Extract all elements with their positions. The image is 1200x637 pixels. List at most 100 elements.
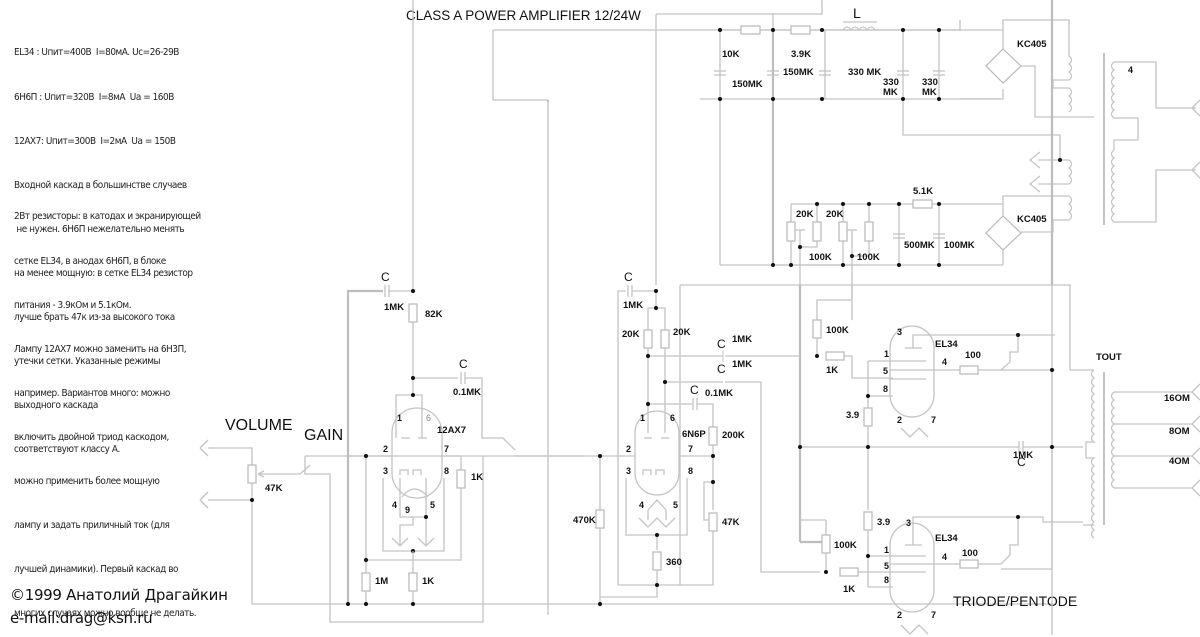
stage2-cdec-label: 1MK (623, 300, 643, 311)
speaker-terminal-4[interactable] (1191, 447, 1200, 465)
ps-c5b-label: MK (922, 87, 937, 98)
top-screen-resistor (959, 365, 979, 375)
bias-resistor-2 (864, 221, 874, 242)
transformer-tap-label: 4 (1128, 65, 1133, 75)
pin-label: 7 (931, 415, 936, 425)
stage2-anode-resistor-2 (660, 329, 670, 349)
transformer-secondary-hv (1052, 55, 1073, 113)
stage1-r1k-label: 1K (471, 472, 483, 483)
stage2-ra1-label: 20K (622, 329, 640, 340)
speaker-terminal-common[interactable] (1191, 479, 1200, 497)
copyright: ©1999 Анатолий Драгайкин (10, 586, 228, 604)
pin-label: 2 (897, 415, 902, 425)
bias-c1-label: 500MK (904, 240, 935, 251)
stage2-cfb-label: 0.1MK (705, 388, 733, 399)
tap-4-label: 4OM (1169, 456, 1190, 467)
ck-c: C (1017, 455, 1026, 469)
pin-label: 2 (383, 444, 388, 454)
stage2-rfb-label: 200K (722, 430, 745, 441)
bias-pot2-label: 20K (826, 209, 844, 220)
ps-c4a-label: 330 (883, 77, 899, 88)
pin-label: 4 (639, 500, 644, 510)
output-stage: 100K 1K 3 EL34 1 5 8 4 2 7 3.9 100 C 1MK (798, 285, 1083, 635)
top-rg-label: 100K (826, 325, 849, 336)
pin-label: 7 (688, 444, 693, 454)
bias-pot-2 (838, 221, 848, 242)
mains-terminal-1 (1191, 99, 1200, 117)
pin-label: 3 (906, 518, 911, 528)
stage1-tube-label: 12AX7 (437, 425, 466, 436)
speaker-terminal-16[interactable] (1191, 383, 1200, 401)
stage1-output-switch[interactable] (502, 437, 516, 451)
bridge2-label: KC405 (1017, 214, 1047, 225)
note-line: можно применить более мощную (14, 476, 160, 488)
bias-rb1-label: 100K (809, 252, 832, 263)
ps-c5a-label: 330 (922, 77, 938, 88)
pin-label: 8 (444, 466, 449, 476)
bias-r-label: 5.1K (913, 186, 933, 197)
pin-label: 8 (884, 575, 889, 585)
output-transformer: TOUT 16OM 8OM 4OM (1050, 0, 1200, 635)
stage2-grid-resistor (595, 509, 605, 529)
top-grid-resistor (812, 319, 822, 339)
stage2-ra2-label: 20K (673, 327, 691, 338)
email[interactable]: e-mail:drag@ksn.ru (10, 609, 153, 627)
output-secondary-winding (1110, 391, 1122, 489)
pin-label: 8 (883, 384, 888, 394)
bias-rb2-label: 100K (857, 252, 880, 263)
ps-r2-label: 3.9K (791, 49, 811, 60)
top-rstop-label: 1K (826, 365, 838, 376)
power-supply: L 10K 3.9K 150MK 150MK 330 MK 330 MK 330… (493, 0, 1200, 615)
speaker-terminal-8[interactable] (1191, 415, 1200, 433)
note-line: включить двойной триод каскодом, (14, 431, 169, 443)
pin-label: 7 (931, 610, 936, 620)
stage1-grid-resistor (361, 572, 371, 592)
stage1-cin-c: C (381, 270, 390, 284)
transformer-primary-bottom (1110, 149, 1116, 223)
note-line: утечки сетки. Указанные режимы (14, 356, 161, 368)
stage2-feedback-resistor (708, 426, 718, 446)
stage2-anode-resistor-1 (643, 329, 653, 349)
bottom-rg2-label: 100 (962, 548, 978, 559)
bias-pot1-label: 20K (796, 209, 814, 220)
bridge1-label: KC405 (1017, 39, 1047, 50)
pin-label: 1 (640, 413, 645, 423)
volume-pot[interactable] (247, 464, 257, 484)
stage2-cdec-c: C (624, 270, 633, 284)
resistor-3.9k (790, 25, 811, 35)
pin-label: 3 (626, 466, 631, 476)
bottom-rk-label: 3.9 (877, 517, 890, 528)
top-stopper-resistor (825, 351, 845, 361)
output-primary-winding (1085, 369, 1096, 539)
tout-label: TOUT (1096, 352, 1122, 363)
stage1-grid2-resistor (456, 469, 466, 489)
stage2-tube-label: 6N6P (682, 429, 706, 440)
pin-label: 1 (397, 413, 402, 423)
bridge-rectifier-2 (985, 215, 1022, 251)
bottom-screen-resistor (959, 559, 979, 569)
note-line: EL34 : Uпит=400В I=80мА. Uc=26-29В (14, 47, 179, 59)
ck-label: 1MK (1013, 450, 1033, 461)
stage2-pot-label: 47K (722, 517, 740, 528)
transformer-primary-top (1110, 61, 1116, 119)
pin-label: 7 (444, 444, 449, 454)
stage2-co2-c: C (717, 362, 726, 376)
stage1-rk-label: 1K (422, 576, 434, 587)
stage2-pot[interactable] (708, 512, 718, 532)
pin-label: 5 (884, 561, 889, 571)
top-rk-label: 3.9 (846, 410, 859, 421)
stage2-6n6p: 470K C 1MK 20K 20K C 1MK C 1MK C 0.1MK 2… (515, 270, 820, 606)
6n6p-envelope (634, 410, 680, 496)
mains-terminal-2 (1191, 161, 1200, 179)
volume-pot-label: 47K (265, 483, 283, 494)
bottom-tube-label: EL34 (935, 533, 958, 544)
note-line: сетке EL34, в анодах 6Н6П, в блоке (14, 255, 166, 267)
gain-label: GAIN (304, 427, 343, 444)
triode-pentode-label: TRIODE/PENTODE (953, 593, 1077, 609)
note-line: соответствуют классу А. (14, 444, 120, 456)
bottom-grid-resistor (821, 534, 831, 554)
heater-terminal-1 (1028, 151, 1041, 169)
pin-label: 5 (673, 500, 678, 510)
note-line: не нужен. 6Н6П нежелательно менять (14, 223, 185, 235)
pin-label: 1 (884, 349, 889, 359)
